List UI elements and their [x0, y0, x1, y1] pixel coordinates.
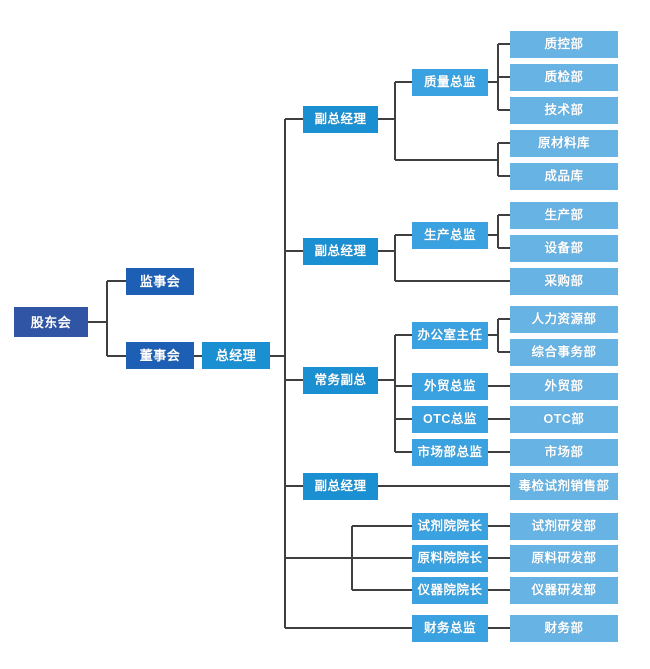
org-node-vp2[interactable]: 副总经理	[303, 238, 378, 265]
org-node-vp_exec[interactable]: 常务副总	[303, 367, 378, 394]
org-node-trade_dir[interactable]: 外贸总监	[412, 373, 488, 400]
org-node-tech_dept[interactable]: 技术部	[510, 97, 618, 124]
org-node-office_dir[interactable]: 办公室主任	[412, 322, 488, 349]
org-node-finance_dept[interactable]: 财务部	[510, 615, 618, 642]
org-node-qa_dept[interactable]: 质检部	[510, 64, 618, 91]
org-node-board[interactable]: 董事会	[126, 342, 194, 369]
org-node-reagent_dean[interactable]: 试剂院院长	[412, 513, 488, 540]
org-node-gm[interactable]: 总经理	[202, 342, 270, 369]
org-node-material_dean[interactable]: 原料院院长	[412, 545, 488, 572]
org-node-vp3[interactable]: 副总经理	[303, 473, 378, 500]
org-node-equip_dept[interactable]: 设备部	[510, 235, 618, 262]
org-node-vp1[interactable]: 副总经理	[303, 106, 378, 133]
org-node-purchase_dept[interactable]: 采购部	[510, 268, 618, 295]
org-node-material_rd[interactable]: 原料研发部	[510, 545, 618, 572]
org-node-instr_dean[interactable]: 仪器院院长	[412, 577, 488, 604]
org-node-trade_dept[interactable]: 外贸部	[510, 373, 618, 400]
org-node-drugtest_dept[interactable]: 毒检试剂销售部	[510, 473, 618, 500]
org-node-market_dept[interactable]: 市场部	[510, 439, 618, 466]
org-node-market_dir[interactable]: 市场部总监	[412, 439, 488, 466]
org-node-hr_dept[interactable]: 人力资源部	[510, 306, 618, 333]
org-node-prod_dir[interactable]: 生产总监	[412, 222, 488, 249]
org-node-otc_dir[interactable]: OTC总监	[412, 406, 488, 433]
org-node-instr_rd[interactable]: 仪器研发部	[510, 577, 618, 604]
org-node-qc_dept[interactable]: 质控部	[510, 31, 618, 58]
org-node-prod_dept[interactable]: 生产部	[510, 202, 618, 229]
org-node-shareholders[interactable]: 股东会	[14, 307, 88, 337]
org-node-quality_dir[interactable]: 质量总监	[412, 69, 488, 96]
org-node-raw_store[interactable]: 原材料库	[510, 130, 618, 157]
org-node-admin_dept[interactable]: 综合事务部	[510, 339, 618, 366]
org-node-fin_store[interactable]: 成品库	[510, 163, 618, 190]
org-node-supervisors[interactable]: 监事会	[126, 268, 194, 295]
org-node-otc_dept[interactable]: OTC部	[510, 406, 618, 433]
org-node-finance_dir[interactable]: 财务总监	[412, 615, 488, 642]
org-node-reagent_rd[interactable]: 试剂研发部	[510, 513, 618, 540]
